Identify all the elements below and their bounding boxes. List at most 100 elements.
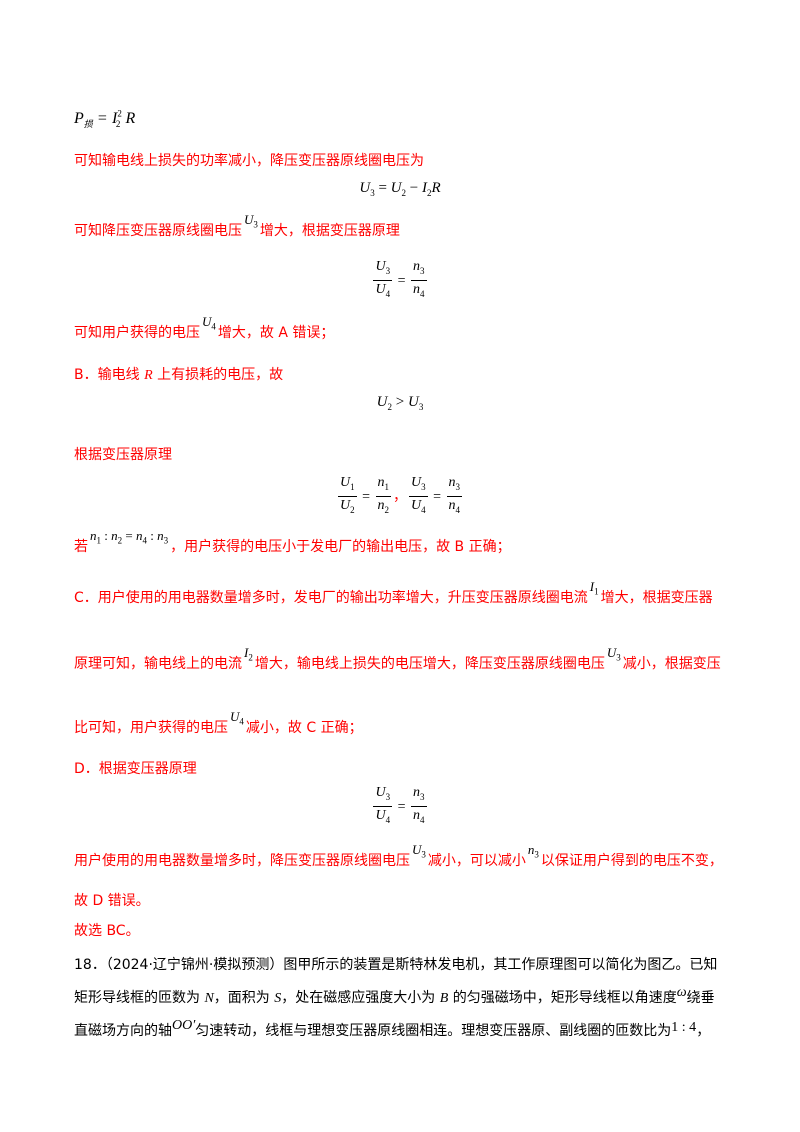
sym: n [377,497,385,513]
sym: U [359,180,371,196]
text: 的匀强磁场中，矩形导线框以角速度 [448,990,677,1006]
text: 匀速转动，线框与理想变压器原线圈相连。理想变压器原、副线圈的匝数比为 [195,1023,672,1039]
formula-power-loss: P损 = I22 R [74,108,135,130]
sub: 3 [534,849,539,860]
sym: U [375,807,386,823]
symbol-R: R [125,110,136,127]
text: 增大，根据变压器原理 [259,223,400,239]
sub: 2 [426,188,432,198]
op: = [429,489,445,505]
sub: 3 [420,791,425,802]
op: = [122,528,136,543]
sym: n [111,528,118,543]
sym: U [339,475,351,490]
sub: 2 [350,504,355,515]
sym: U [375,785,386,800]
text-line-19: 故选 BC。 [74,923,140,939]
sym: n [135,528,143,543]
op: = [394,799,410,815]
sym: n [90,528,97,543]
text: 用户使用的用电器数量增多时，降压变压器原线圈电压 [74,853,410,869]
sym: I [589,579,595,594]
sub: 4 [385,814,391,825]
sub: 3 [385,265,391,276]
text: ， [696,1023,711,1039]
sub: 2 [401,188,407,198]
text: ，面积为 [213,990,275,1006]
text-line-18: 故 D 错误。 [74,893,150,909]
text: C．用户使用的用电器数量增多时，发电厂的输出功率增大，升压变压器原线圈电流 [74,590,588,606]
sym: U [339,497,351,513]
sub: 3 [616,652,621,663]
sub: 3 [420,265,425,276]
sym: R [431,180,441,196]
text: 可知用户获得的电压 [74,325,200,341]
op: = [358,489,374,505]
sym: U [375,281,386,297]
sym: n [157,528,164,543]
sub: 3 [421,481,426,492]
text: 比可知，用户获得的电压 [74,720,228,736]
sub: 4 [455,504,461,515]
text: 原理可知，输电线上的电流 [74,656,242,672]
sym: U [390,180,402,196]
question-18-line-1: 18．（2024·辽宁锦州·模拟预测）图甲所示的装置是斯特林发电机，其工作原理图… [74,957,718,973]
sym: I [244,645,249,660]
sym: U [412,842,422,857]
separator: ， [393,488,407,505]
sub: 3 [421,849,426,860]
text: B．输电线 [74,367,145,383]
sub: 1 [594,586,599,597]
text: 可知降压变压器原线圈电压 [74,223,242,239]
sub: 4 [142,535,147,546]
sym: N [204,991,214,1006]
ratio: 1 : 4 [671,1020,697,1035]
sym: R [144,368,153,383]
sub: 3 [163,535,169,546]
text-line-11: 若n1 : n2 = n4 : n3，用户获得的电压小于发电厂的输出电压，故 B… [74,528,511,557]
sym: I [421,180,427,196]
text: 增大，根据变压器 [600,590,713,606]
sub: 3 [253,219,258,230]
sym: n [448,497,456,513]
sub: 4 [420,288,425,299]
text: 上有损耗的电压，故 [152,367,284,383]
sym: B [439,991,449,1006]
text-line-7: B．输电线 R 上有损耗的电压，故 [74,364,283,384]
question-18-line-3: 直磁场方向的轴OO′匀速转动，线框与理想变压器原线圈相连。理想变压器原、副线圈的… [74,1018,711,1040]
sub: 4 [385,288,391,299]
equals-sign: = [97,110,107,127]
sub: 2 [117,535,123,546]
symbol-P: P [74,110,84,127]
sym: U [606,645,617,660]
text: 减小，故 C 正确； [245,720,363,736]
text-line-2: 可知输电线上损失的功率减小，降压变压器原线圈电压为 [74,153,424,169]
sym: n [413,259,421,274]
sub: 3 [455,481,461,492]
sym: n [448,475,456,490]
op: − [406,180,422,196]
text: 增大，故 A 错误； [217,325,335,341]
text: 直磁场方向的轴 [74,1023,172,1039]
sub: 2 [384,504,390,515]
text-line-9: 根据变压器原理 [74,447,172,463]
sym: U [407,394,419,410]
op: : [101,528,112,543]
op: : [146,528,158,543]
sym: U [244,212,254,227]
symbol-I: I [112,110,118,127]
subscript-2: 2 [115,119,121,130]
sub: 4 [211,321,216,332]
superscript-2: 2 [117,108,122,119]
text-line-15: D．根据变压器原理 [74,761,197,777]
sub: 4 [420,814,425,825]
sym: n [413,807,421,823]
formula-u3: U3 = U2 − I2R [0,178,800,198]
sub: 4 [421,504,426,515]
text: 矩形导线框的匝数为 [74,990,205,1006]
